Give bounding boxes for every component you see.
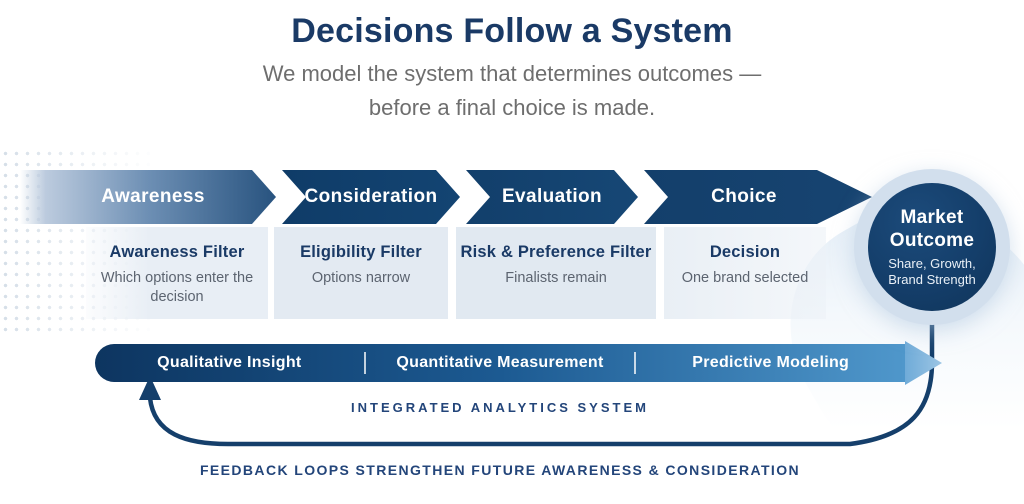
market-outcome-subtitle: Share, Growth, Brand Strength — [888, 256, 975, 288]
funnel-band: Awareness Consideration Evaluation Choic… — [0, 170, 1024, 224]
market-outcome-title: Market Outcome — [890, 206, 974, 252]
analytics-item-qualitative: Qualitative Insight — [157, 354, 302, 371]
filter-awareness-description: Which options enter the decision — [100, 270, 254, 305]
stage-awareness: Awareness — [20, 170, 276, 224]
stage-consideration-label: Consideration — [304, 186, 438, 207]
filter-decision-description: One brand selected — [681, 270, 809, 286]
stage-evaluation: Evaluation — [466, 170, 638, 224]
stage-choice: Choice — [644, 170, 872, 224]
market-outcome-title-line-1: Market — [900, 207, 964, 228]
filter-risk-preference-title: Risk & Preference Filter — [460, 243, 652, 261]
filter-risk-preference: Risk & Preference Filter Finalists remai… — [456, 227, 656, 319]
filter-strip: Awareness Filter Which options enter the… — [0, 227, 1024, 319]
filter-eligibility-description: Options narrow — [311, 270, 411, 286]
stage-choice-label: Choice — [711, 186, 777, 207]
subtitle-line-2: before a final choice is made. — [368, 95, 656, 120]
filter-decision-title: Decision — [709, 243, 781, 261]
market-outcome-subtitle-line-1: Share, Growth, — [888, 256, 976, 271]
analytics-bar: Qualitative Insight Quantitative Measure… — [95, 344, 905, 382]
filter-risk-preference-description: Finalists remain — [505, 270, 607, 286]
market-outcome-circle: Market Outcome Share, Growth, Brand Stre… — [868, 183, 996, 311]
filter-eligibility: Eligibility Filter Options narrow — [274, 227, 448, 319]
market-outcome-title-line-2: Outcome — [889, 230, 975, 251]
analytics-item-predictive: Predictive Modeling — [692, 354, 850, 371]
page-title: Decisions Follow a System — [291, 12, 733, 50]
feedback-caption: FEEDBACK LOOPS STRENGTHEN FUTURE AWARENE… — [199, 462, 800, 478]
market-outcome-node: Market Outcome Share, Growth, Brand Stre… — [854, 169, 1010, 325]
stage-awareness-label: Awareness — [101, 186, 205, 207]
analytics-item-quantitative: Quantitative Measurement — [396, 354, 604, 371]
filter-eligibility-title: Eligibility Filter — [300, 243, 422, 261]
market-outcome-subtitle-line-2: Brand Strength — [888, 272, 976, 287]
stage-evaluation-label: Evaluation — [501, 186, 603, 207]
filter-awareness-title: Awareness Filter — [109, 243, 245, 261]
stage-consideration: Consideration — [282, 170, 460, 224]
subtitle-line-1: We model the system that determines outc… — [262, 61, 762, 86]
analytics-caption: INTEGRATED ANALYTICS SYSTEM — [351, 400, 649, 415]
subtitle: We model the system that determines outc… — [0, 57, 1024, 125]
filter-decision: Decision One brand selected — [664, 227, 826, 319]
filter-awareness: Awareness Filter Which options enter the… — [86, 227, 268, 319]
